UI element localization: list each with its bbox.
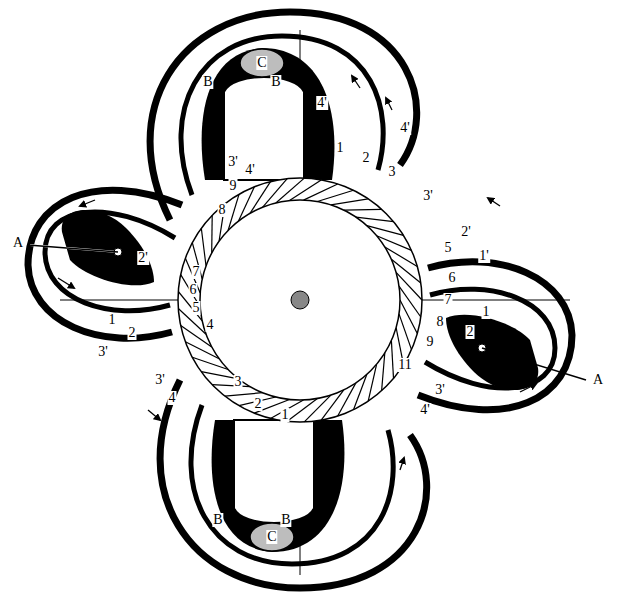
coil-number: 3' xyxy=(434,383,446,397)
drawing-part xyxy=(234,420,314,523)
coil-number: 8 xyxy=(436,315,445,329)
drawing-part xyxy=(287,399,317,422)
drawing-part xyxy=(446,315,538,390)
drawing-part xyxy=(391,341,393,379)
drawing-part xyxy=(212,385,250,387)
drawing-part xyxy=(192,243,202,280)
coil-number: 3 xyxy=(388,165,397,179)
coil-number: 9 xyxy=(426,335,435,349)
coil-number: 9 xyxy=(229,179,238,193)
left-pole xyxy=(28,190,182,338)
coil-number: 4' xyxy=(316,96,328,110)
part-letter: B xyxy=(270,75,281,89)
drawing-part xyxy=(58,278,74,288)
drawing-part xyxy=(520,384,536,392)
drawing-part xyxy=(202,48,335,180)
coil-number: 6 xyxy=(448,271,457,285)
part-letter: C xyxy=(256,56,267,70)
part-letter: B xyxy=(212,513,223,527)
drawing-part xyxy=(250,523,294,551)
drawing-part xyxy=(211,215,213,253)
drawing-part xyxy=(344,209,382,211)
drawing-part xyxy=(488,198,500,206)
coil-number: 8 xyxy=(218,203,227,217)
coil-number: 6 xyxy=(189,283,198,297)
shaft xyxy=(291,291,309,309)
armature-core xyxy=(200,200,400,400)
drawing-part xyxy=(212,420,345,552)
drawing-part xyxy=(400,300,417,334)
drawing-part xyxy=(191,405,393,564)
armature-ring xyxy=(178,178,422,422)
drawing-part xyxy=(352,76,360,88)
drawing-part xyxy=(80,200,95,206)
coil-number: 2 xyxy=(128,326,137,340)
drawing-part xyxy=(204,132,212,142)
drawing-part xyxy=(400,458,404,470)
right-pole xyxy=(418,262,572,410)
coil-number: 2 xyxy=(362,151,371,165)
drawing-part xyxy=(399,286,421,317)
part-letter: A xyxy=(12,236,24,250)
drawing-part xyxy=(290,180,322,201)
drawing-part xyxy=(225,393,263,396)
drawing-part xyxy=(418,262,572,410)
coil-number: 3' xyxy=(97,345,109,359)
part-letter: A xyxy=(592,373,604,387)
winding-hatch xyxy=(178,178,422,422)
drawing-part xyxy=(181,36,383,195)
coil-number: 2' xyxy=(460,225,472,239)
coil-number: 5 xyxy=(444,241,453,255)
coil-number: 3 xyxy=(234,375,243,389)
section-line xyxy=(482,348,586,380)
drawing-part xyxy=(386,98,392,110)
coil-number: 5 xyxy=(192,301,201,315)
coil-number: 3' xyxy=(227,155,239,169)
part-letter: B xyxy=(202,75,213,89)
coil-number: 7 xyxy=(192,265,201,279)
coil-number: 1 xyxy=(108,313,117,327)
coil-number: 4' xyxy=(399,121,411,135)
drawing-part xyxy=(240,49,284,77)
drawing-part xyxy=(331,199,368,205)
drawing-part xyxy=(304,184,338,200)
part-letter: B xyxy=(280,513,291,527)
drawing-part xyxy=(399,314,412,350)
coil-number: 3' xyxy=(154,373,166,387)
coil-number: 2' xyxy=(137,251,149,265)
coil-number: 2 xyxy=(254,397,263,411)
flux-arrows xyxy=(58,76,536,482)
drawing-part xyxy=(317,190,353,201)
coil-number: 1 xyxy=(336,141,345,155)
coil-number: 1 xyxy=(482,305,491,319)
coil-number: 11 xyxy=(397,358,412,372)
drawing-part xyxy=(148,410,160,420)
drawing-part xyxy=(28,190,182,338)
coil-number: 4' xyxy=(419,403,431,417)
drawing-part xyxy=(222,470,226,482)
coil-number: 4 xyxy=(206,318,215,332)
drawing-part xyxy=(201,228,206,265)
section-line xyxy=(28,245,118,252)
coil-number: 1' xyxy=(478,249,490,263)
drawing-part xyxy=(224,77,304,180)
coil-number: 3' xyxy=(422,189,434,203)
coil-number: 2 xyxy=(466,325,475,339)
coil-number: 7 xyxy=(444,293,453,307)
coil-number: 4' xyxy=(244,163,256,177)
drawing-part xyxy=(382,353,385,391)
coil-number: 4 xyxy=(168,391,177,405)
coil-number: 1 xyxy=(281,408,290,422)
part-letter: C xyxy=(266,530,277,544)
